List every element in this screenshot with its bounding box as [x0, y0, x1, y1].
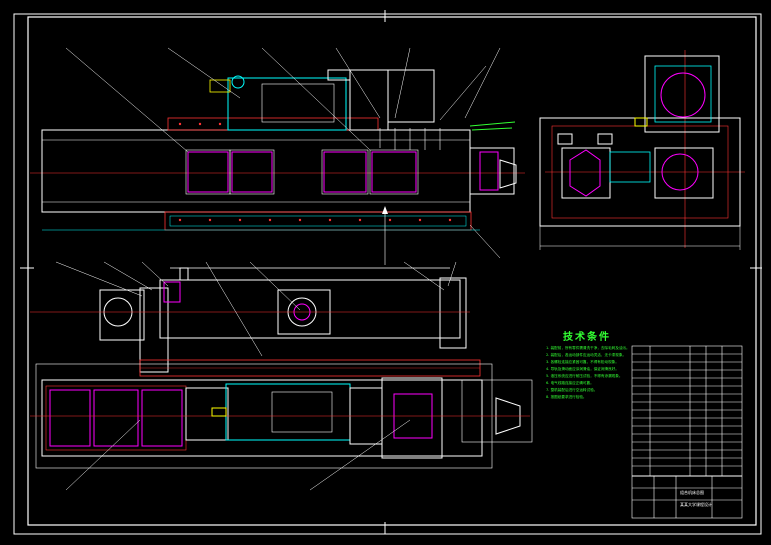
parts-list-table: [631, 345, 743, 519]
title-block-name: 组合机床总图: [680, 490, 704, 495]
end-view: [539, 50, 745, 250]
note-line: 3. 各螺栓连接应紧固可靠，不得有松动现象。: [546, 360, 619, 364]
drawing-frame: [13, 10, 762, 535]
middle-view: [30, 261, 481, 377]
note-line: 2. 装配后，各运动部件应运动灵活，无卡滞现象。: [546, 353, 627, 357]
top-elevation-view: [30, 47, 525, 265]
note-line: 5. 液压系统应进行耐压试验，不得有渗漏现象。: [546, 374, 623, 378]
plan-view: [30, 363, 533, 491]
title-block-company: 某某大学课程设计: [680, 502, 712, 507]
note-line: 8. 按图纸要求进行检验。: [546, 395, 587, 399]
technical-notes-title: 技术条件: [563, 332, 611, 343]
note-line: 7. 整机装配后进行空运转试验。: [546, 388, 598, 392]
note-line: 6. 电气线路连接应正确可靠。: [546, 381, 594, 385]
technical-notes: 1. 装配前，所有零件需清洗干净，去除毛刺及油污。 2. 装配后，各运动部件应运…: [546, 345, 632, 401]
note-line: 4. 导轨及滑动面应涂润滑油，保证润滑良好。: [546, 367, 619, 371]
note-line: 1. 装配前，所有零件需清洗干净，去除毛刺及油污。: [546, 346, 630, 350]
